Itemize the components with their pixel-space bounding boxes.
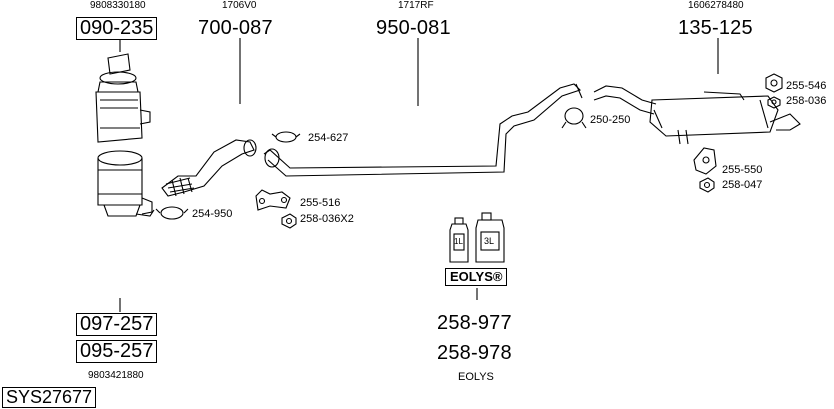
nut-258-036X2-label[interactable]: 258-036X2 [300,213,354,225]
eolys-bottle-3l [475,212,505,263]
bracket-255-516-label[interactable]: 255-516 [300,197,341,209]
bracket-255-550 [693,147,717,175]
catalyst-oem-top: 9808330180 [90,0,146,11]
hanger-255-546 [765,73,783,93]
clamp-254-950 [155,206,189,220]
hanger-255-546-label[interactable]: 255-546 [786,80,827,92]
nut-258-047-label[interactable]: 258-047 [722,179,763,191]
rear-silencer [593,85,801,145]
nut-258-047 [699,177,715,193]
clamp-254-950-label[interactable]: 254-950 [192,208,233,220]
nut-258-036 [767,96,781,109]
catalyst-part-top[interactable]: 090-235 [76,17,158,40]
catalyst-oem-bottom: 9803421880 [88,370,144,381]
bottle-3l-label: 3L [484,236,495,246]
middle-pipe-part[interactable]: 950-081 [376,17,451,39]
front-pipe [161,139,257,197]
rear-silencer-part[interactable]: 135-125 [678,17,753,39]
front-pipe-oem: 1706V0 [222,0,257,11]
eolys-part-1[interactable]: 258-977 [437,312,512,334]
catalyst-part-bottom-1[interactable]: 097-257 [76,313,158,336]
rear-silencer-oem: 1606278480 [688,0,744,11]
catalyst-unit [95,53,155,217]
bracket-255-550-label[interactable]: 255-550 [722,164,763,176]
eolys-caption: EOLYS [458,371,494,383]
clamp-250-250-label[interactable]: 250-250 [590,114,631,126]
clamp-254-627-label[interactable]: 254-627 [308,132,349,144]
nut-258-036X2 [281,213,297,229]
front-pipe-part[interactable]: 700-087 [198,17,273,39]
eolys-bottle-1l [449,217,469,263]
middle-pipe [263,83,583,177]
nut-258-036-label[interactable]: 258-036 [786,95,827,107]
bottle-1l-label: 1L [454,237,463,246]
eolys-part-2[interactable]: 258-978 [437,342,512,364]
middle-pipe-oem: 1717RF [398,0,434,11]
clamp-254-627 [271,131,301,143]
system-code: SYS27677 [2,387,97,408]
eolys-brand-box: EOLYS® [445,268,508,286]
catalyst-part-bottom-2[interactable]: 095-257 [76,340,158,363]
clamp-250-250 [561,107,587,129]
bracket-255-516 [255,189,291,211]
